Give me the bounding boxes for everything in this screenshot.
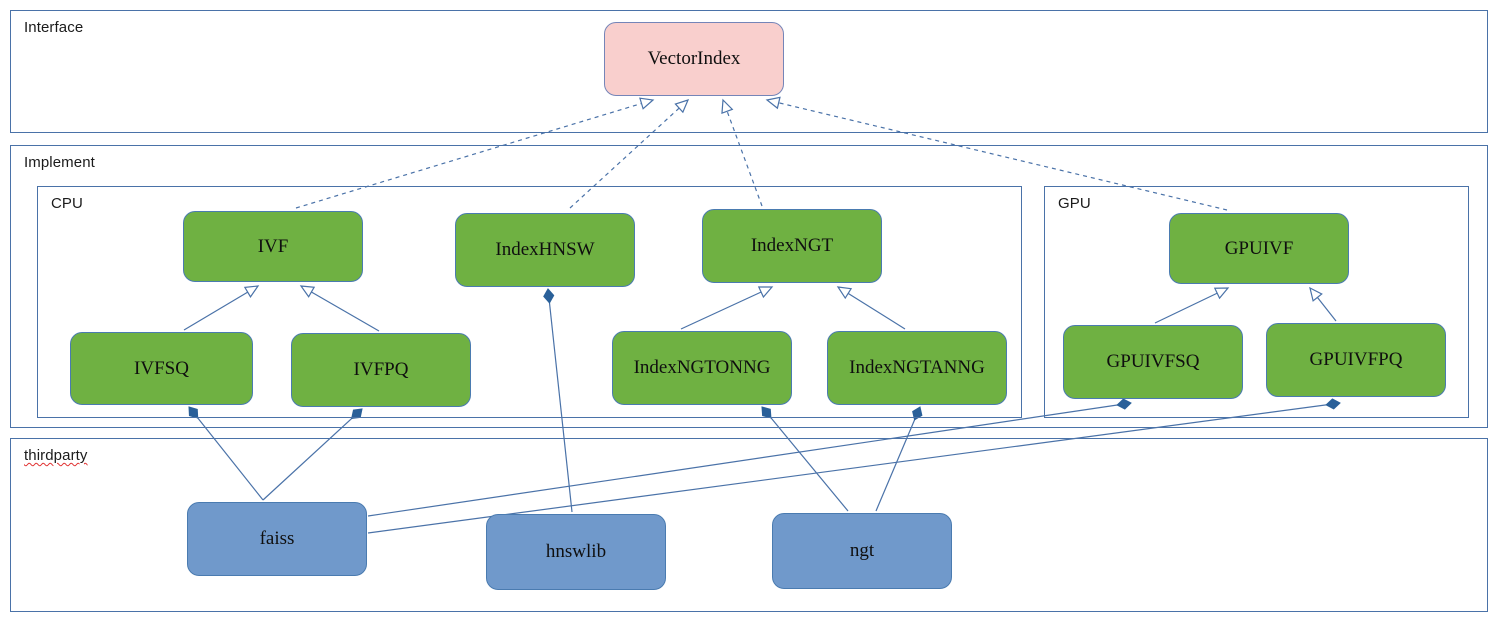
node-ivfsq[interactable]: IVFSQ bbox=[70, 332, 253, 405]
frame-label-implement: Implement bbox=[24, 154, 95, 171]
node-hnswlib[interactable]: hnswlib bbox=[486, 514, 666, 590]
node-label-indexngtonng: IndexNGTONNG bbox=[633, 357, 771, 378]
node-indexngtanng[interactable]: IndexNGTANNG bbox=[827, 331, 1007, 405]
node-faiss[interactable]: faiss bbox=[187, 502, 367, 576]
node-label-faiss: faiss bbox=[259, 528, 295, 549]
frame-implement bbox=[10, 145, 1488, 428]
node-label-gpuivfsq: GPUIVFSQ bbox=[1106, 351, 1200, 372]
node-gpuivfpq[interactable]: GPUIVFPQ bbox=[1266, 323, 1446, 397]
node-gpuivfsq[interactable]: GPUIVFSQ bbox=[1063, 325, 1243, 399]
node-label-gpuivfpq: GPUIVFPQ bbox=[1309, 349, 1403, 370]
node-label-ivfpq: IVFPQ bbox=[353, 359, 409, 380]
node-indexhnsw[interactable]: IndexHNSW bbox=[455, 213, 635, 287]
node-indexngtonng[interactable]: IndexNGTONNG bbox=[612, 331, 792, 405]
node-ngt[interactable]: ngt bbox=[772, 513, 952, 589]
node-vectorindex[interactable]: VectorIndex bbox=[604, 22, 784, 96]
node-label-indexngt: IndexNGT bbox=[750, 235, 834, 256]
node-label-indexhnsw: IndexHNSW bbox=[495, 239, 595, 260]
node-label-indexngtanng: IndexNGTANNG bbox=[849, 357, 985, 378]
frame-gpu bbox=[1044, 186, 1469, 418]
node-label-ngt: ngt bbox=[849, 540, 875, 561]
frame-cpu bbox=[37, 186, 1022, 418]
node-ivf[interactable]: IVF bbox=[183, 211, 363, 282]
node-ivfpq[interactable]: IVFPQ bbox=[291, 333, 471, 407]
frame-label-cpu: CPU bbox=[51, 195, 83, 212]
node-label-ivf: IVF bbox=[257, 235, 289, 257]
node-label-hnswlib: hnswlib bbox=[545, 541, 607, 562]
frame-label-interface: Interface bbox=[24, 19, 84, 36]
frame-label-thirdparty: thirdparty bbox=[24, 447, 88, 464]
node-indexngt[interactable]: IndexNGT bbox=[702, 209, 882, 283]
node-label-gpuivf: GPUIVF bbox=[1224, 237, 1294, 259]
node-label-vectorindex: VectorIndex bbox=[647, 48, 741, 69]
node-gpuivf[interactable]: GPUIVF bbox=[1169, 213, 1349, 284]
node-label-ivfsq: IVFSQ bbox=[134, 357, 189, 379]
frame-interface bbox=[10, 10, 1488, 133]
frame-thirdparty bbox=[10, 438, 1488, 612]
frame-label-gpu: GPU bbox=[1058, 195, 1091, 212]
